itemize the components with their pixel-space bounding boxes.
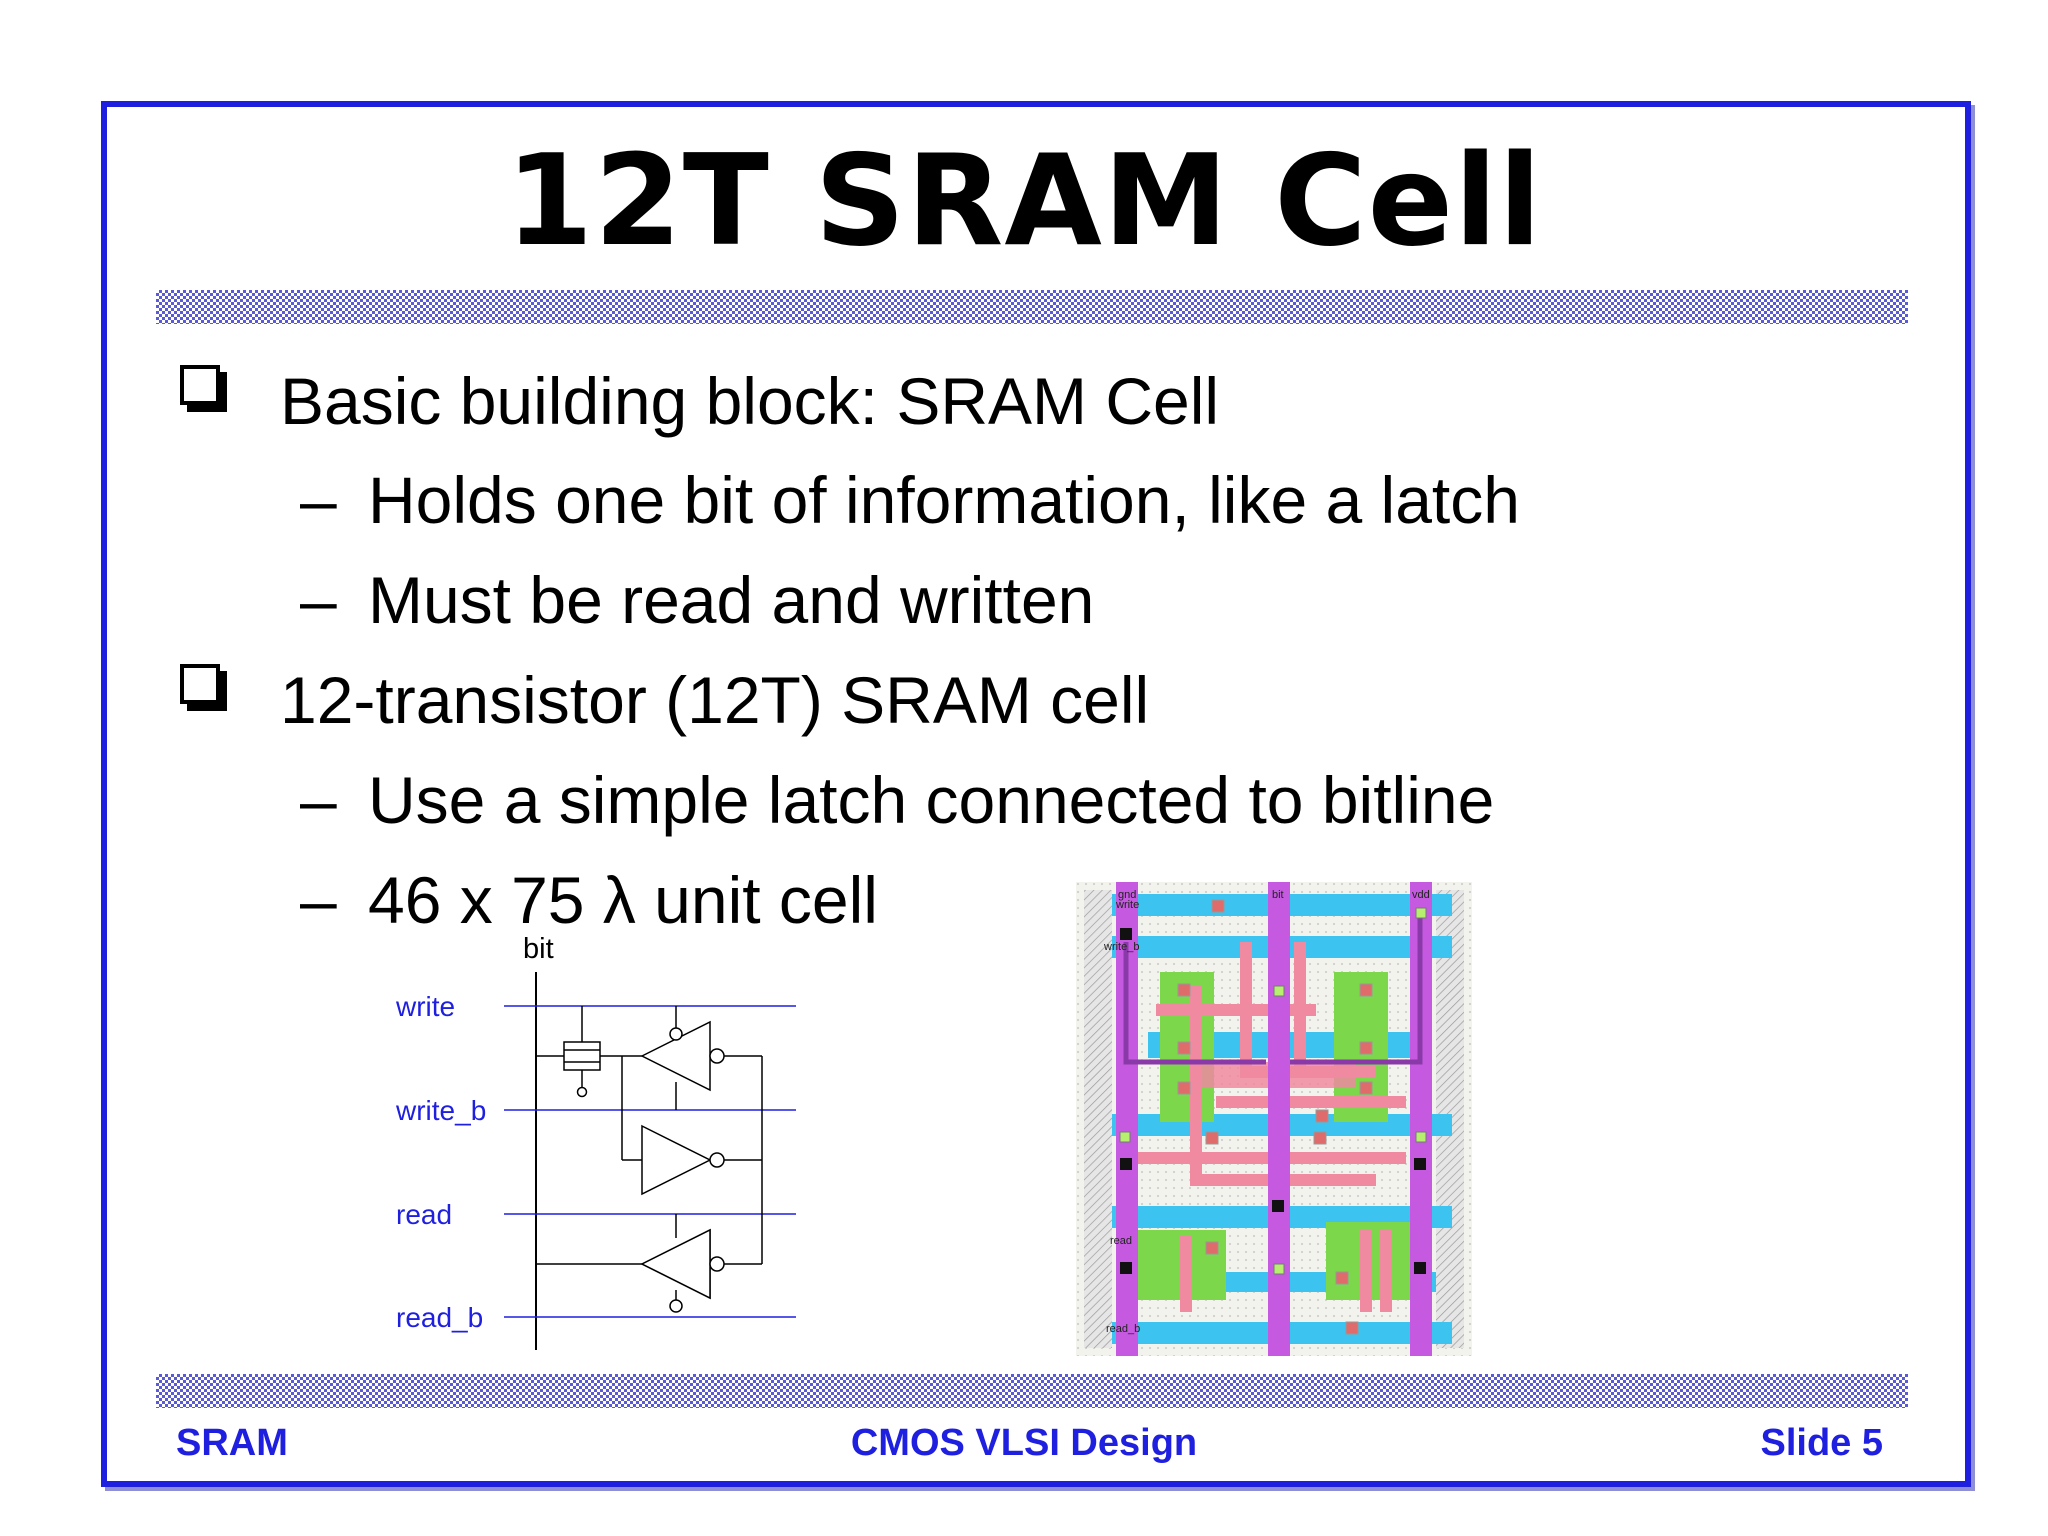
dash-icon: – [300,563,337,637]
cell-layout-diagram: gnd write bit vdd write_b read read_b [1076,882,1472,1356]
bullet-2-text: 12-transistor (12T) SRAM cell [280,663,1150,737]
feedback-inverter [621,1056,763,1264]
metal2-columns [1116,882,1432,1356]
bullet-1-sub-1: Holds one bit of information, like a lat… [368,463,1520,537]
bullet-1-text: Basic building block: SRAM Cell [280,364,1220,438]
metal2-routes [1123,912,1423,1065]
contacts [1120,928,1426,1274]
dash-icon: – [300,863,337,937]
footer-left: SRAM [176,1422,288,1464]
read-b-label: read_b [1106,1323,1140,1335]
tristate-inverter-write [640,1006,762,1110]
top-divider [156,290,1908,324]
checkbox-bullet-icon [180,664,220,704]
footer-right: Slide 5 [1760,1422,1884,1464]
write-b-label: write_b [1103,941,1139,953]
transmission-gate [536,1006,642,1098]
read-label: read [396,1199,452,1230]
dash-icon: – [300,763,337,837]
write-b-label: write_b [395,1095,486,1126]
gnd-label: gnd [1118,889,1136,901]
slide-title: 12T SRAM Cell [505,127,1543,274]
footer-center: CMOS VLSI Design [850,1422,1198,1464]
well-hatch-left [1084,890,1112,1348]
schematic-diagram: bit write write_b read read_b [395,933,796,1350]
bit-label: bit [1272,889,1284,901]
slide-frame [101,101,1971,1487]
write-label: write [395,991,455,1022]
metal-vias [1119,907,1427,1275]
read-label: read [1110,1235,1132,1247]
bottom-divider [156,1374,1908,1408]
vdd-label: vdd [1412,889,1430,901]
layout-labels: gnd write bit vdd write_b read read_b [1103,889,1430,1335]
vias [1177,899,1373,1335]
dash-icon: – [300,463,337,537]
checkbox-bullet-icon [180,365,220,405]
read-b-label: read_b [396,1302,483,1333]
tristate-inverter-read [536,1214,762,1313]
bullet-2-sub-2: 46 x 75 λ unit cell [368,863,878,937]
bullet-2-sub-1: Use a simple latch connected to bitline [368,763,1495,837]
bullet-1-sub-2: Must be read and written [368,563,1095,637]
bit-label: bit [523,933,554,965]
write-label: write [1115,899,1139,911]
